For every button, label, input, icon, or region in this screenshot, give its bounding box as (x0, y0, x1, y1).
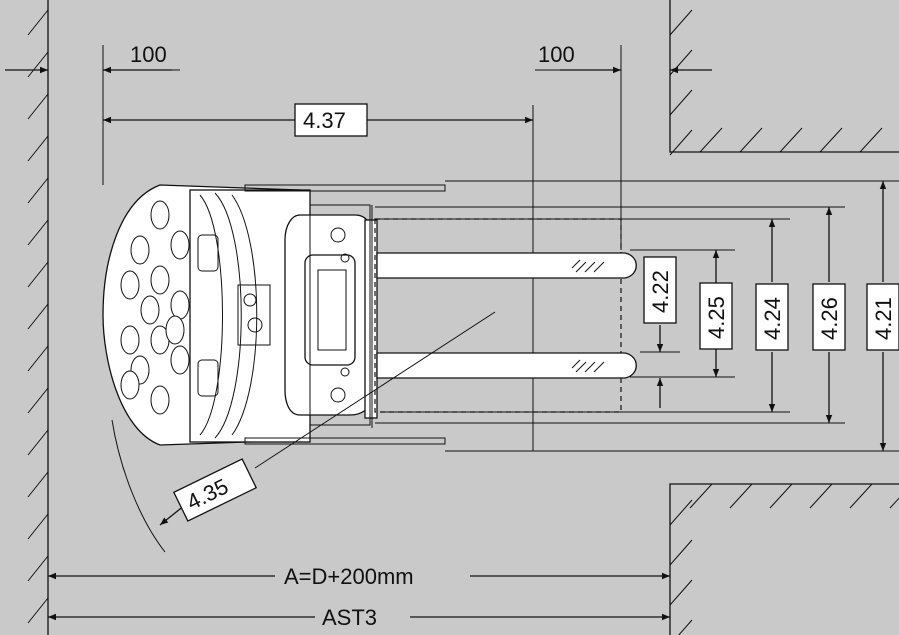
aisle-ast-dimension: AST3 (48, 605, 670, 630)
left-wall (27, 0, 49, 635)
aisle-a-dimension: A=D+200mm (48, 564, 670, 589)
forklift-body (102, 184, 446, 446)
load-width-dimension: 4.24 (755, 219, 789, 412)
clearance-left-label: 100 (130, 42, 167, 67)
aisle-a-label: A=D+200mm (284, 564, 414, 589)
length-dimension: 4.37 (103, 103, 534, 181)
fork-spread-outer-dimension: 4.25 (699, 250, 733, 377)
fork-spread-outer-label: 4.25 (704, 296, 729, 339)
clearance-right-dimension: 100 (535, 42, 622, 250)
load-outline (374, 218, 622, 413)
fork-spread-label: 4.22 (648, 270, 673, 313)
clearance-left-dimension: 100 (102, 42, 180, 185)
clearance-right-label: 100 (538, 42, 575, 67)
right-lower-wall (669, 483, 899, 635)
aisle-width-dimension: 4.21 (866, 181, 899, 451)
fork-lower (376, 352, 637, 379)
aisle-ast-label: AST3 (322, 605, 377, 630)
fork-spread-dimension: 4.22 (643, 256, 677, 408)
fork-upper (376, 252, 637, 279)
load-width-label: 4.24 (760, 297, 785, 340)
right-upper-wall (669, 0, 899, 156)
length-label: 4.37 (303, 108, 346, 133)
aisle-width-label: 4.21 (871, 297, 896, 340)
reference-lines (371, 180, 899, 452)
chassis-width-dimension: 4.26 (812, 207, 846, 423)
chassis-width-label: 4.26 (817, 297, 842, 340)
